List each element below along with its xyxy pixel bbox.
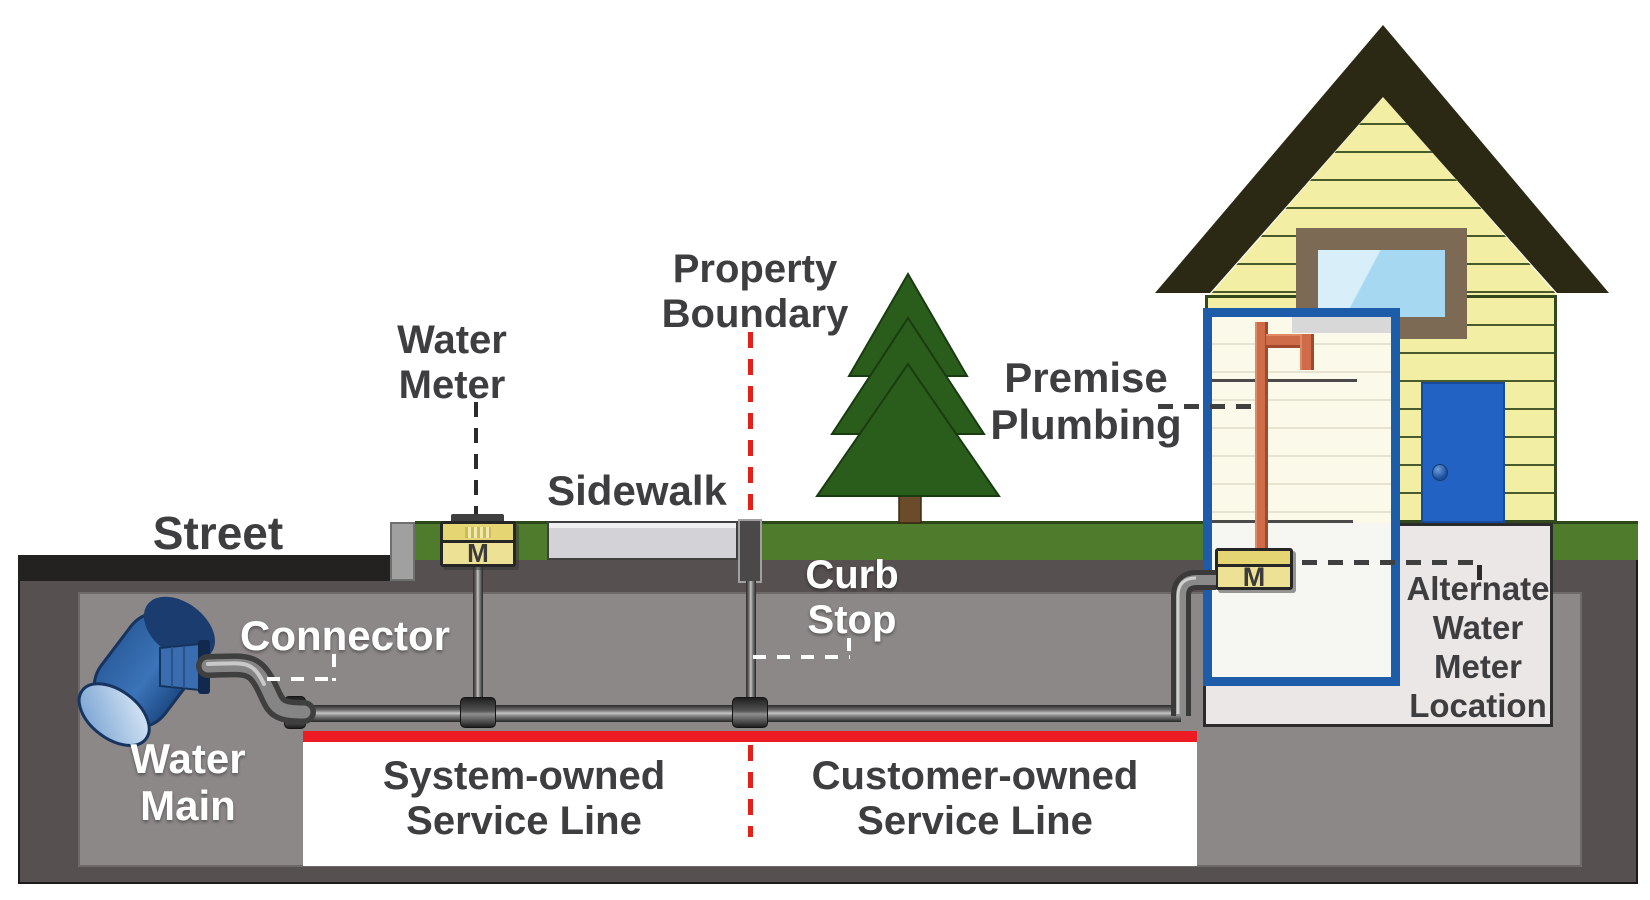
- water-meter-label: Water Meter: [397, 318, 507, 407]
- curb-stop-leader-horizontal: [753, 655, 850, 659]
- property-boundary-line-upper: [748, 332, 753, 520]
- street-water-meter: M: [440, 521, 516, 567]
- alternate-meter-leader-line: [1302, 560, 1482, 565]
- sidewalk-slab: [547, 521, 738, 560]
- cutaway-window-sill: [1292, 317, 1391, 333]
- house-water-meter: M: [1215, 548, 1293, 590]
- water-meter-leader-line: [474, 402, 478, 514]
- street-meter-lid: [451, 514, 504, 523]
- connector-label: Connector: [240, 612, 450, 659]
- street-meter-top: [443, 524, 513, 540]
- premise-plumbing-pipe-vertical: [1255, 322, 1268, 550]
- premise-plumbing-faucet-drop: [1300, 334, 1314, 370]
- street-asphalt: [18, 555, 397, 581]
- pipe-coupling-curbstop-tee: [732, 697, 768, 728]
- pipe-coupling-meter-tee: [460, 697, 496, 728]
- street-meter-hatch: [465, 526, 491, 538]
- connector-leader-horizontal: [267, 677, 339, 681]
- street-meter-label: M: [443, 538, 513, 564]
- water-main-label: Water Main: [130, 735, 246, 830]
- grass-strip-middle: [762, 521, 1203, 560]
- premise-cutaway-panel: [1203, 308, 1400, 686]
- meter-riser-pipe: [473, 566, 483, 708]
- curb-stop-leader-vertical: [847, 638, 851, 662]
- property-boundary-line-lower: [748, 745, 753, 837]
- house-meter-label: M: [1218, 562, 1290, 587]
- street-curb: [390, 522, 415, 581]
- house-floor-line-ground: [1212, 520, 1353, 523]
- alternate-meter-leader-tick: [1477, 565, 1482, 585]
- pipe-coupling-start: [284, 696, 306, 729]
- door-knob-icon: [1432, 464, 1448, 481]
- house-window-glass: [1318, 250, 1445, 317]
- curb-stop-marker: [738, 519, 762, 583]
- premise-plumbing-label: Premise Plumbing: [990, 354, 1182, 449]
- house-floor-line-upper: [1212, 379, 1357, 382]
- connector-leader-vertical: [332, 654, 336, 681]
- house-meter-top: [1218, 551, 1290, 564]
- customer-owned-service-line-label: Customer-owned Service Line: [811, 754, 1139, 843]
- property-boundary-label: Property Boundary: [661, 247, 849, 336]
- house-door: [1421, 382, 1505, 523]
- curb-stop-label: Curb Stop: [805, 553, 899, 642]
- premise-plumbing-leader-line: [1158, 404, 1255, 409]
- system-owned-service-line-label: System-owned Service Line: [382, 754, 666, 843]
- cutaway-interior-basement: [1212, 523, 1391, 677]
- service-line-red-bar: [303, 731, 1197, 742]
- alternate-water-meter-location-label: Alternate Water Meter Location: [1406, 570, 1550, 724]
- sidewalk-label: Sidewalk: [547, 467, 727, 514]
- grass-strip-right: [1553, 521, 1638, 560]
- street-label: Street: [152, 507, 284, 559]
- curb-stop-riser-pipe: [746, 581, 756, 708]
